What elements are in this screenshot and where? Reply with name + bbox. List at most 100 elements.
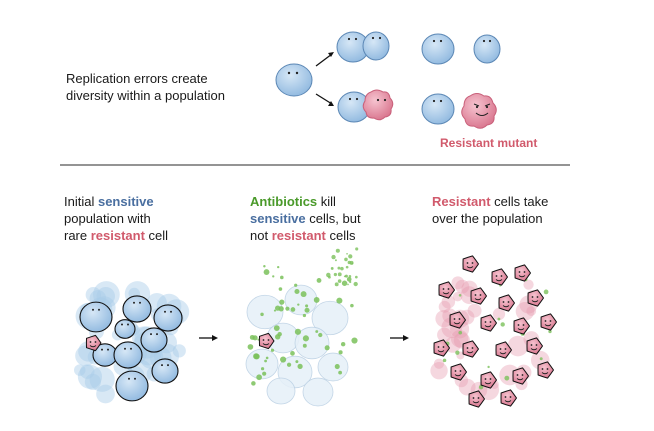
antibiotic-particle	[324, 345, 330, 351]
antibiotic-particle	[302, 335, 309, 342]
stage2-keyword-resistant: resistant	[271, 228, 326, 243]
antibiotic-particle	[350, 303, 354, 308]
stage1-keyword-resistant: resistant	[90, 228, 145, 243]
background-sensitive-cell	[93, 281, 120, 308]
antibiotic-particle	[341, 280, 348, 286]
antibiotic-particle	[346, 252, 348, 255]
stage1-text: Initial	[64, 194, 98, 209]
dying-sensitive-cell	[245, 348, 279, 380]
antibiotic-particle	[344, 257, 348, 262]
antibiotic-particle	[455, 350, 460, 355]
background-resistant-cell	[450, 329, 469, 348]
background-sensitive-cell	[96, 286, 116, 306]
antibiotic-particle	[331, 254, 336, 260]
rare-resistant-cell	[85, 334, 102, 352]
resistant-cell	[449, 311, 466, 329]
background-resistant-cell	[458, 378, 476, 396]
background-resistant-cell	[430, 362, 448, 380]
antibiotic-particle	[305, 304, 309, 308]
parent-sensitive-cell	[275, 63, 313, 97]
antibiotic-particle	[302, 313, 307, 318]
dying-sensitive-cell	[246, 294, 284, 330]
dying-sensitive-cell	[302, 377, 334, 407]
stage1-text-2: population with	[64, 211, 151, 226]
background-sensitive-cell	[84, 373, 101, 390]
antibiotic-particle	[294, 288, 300, 295]
antibiotic-particle	[333, 272, 338, 277]
resistant-cell	[462, 255, 479, 273]
background-sensitive-cell	[172, 344, 186, 358]
antibiotic-particle	[500, 322, 505, 327]
antibiotic-particle	[275, 305, 281, 311]
sensitive-cell	[122, 295, 152, 323]
stage3-text-2: over the population	[432, 211, 543, 226]
resistant-cell	[433, 339, 450, 357]
resistant-cell	[540, 313, 557, 331]
antibiotic-particle	[294, 283, 298, 287]
background-resistant-cell	[433, 358, 445, 369]
antibiotic-particle	[334, 364, 340, 370]
antibiotic-particle	[334, 259, 337, 262]
resistant-cell	[526, 337, 543, 355]
antibiotic-particle	[278, 287, 283, 291]
antibiotic-particle	[354, 275, 358, 279]
antibiotic-particle	[338, 370, 343, 375]
antibiotic-particle	[543, 289, 549, 295]
background-resistant-cell	[437, 327, 452, 343]
antibiotic-particle	[270, 348, 275, 352]
stage1-keyword-sensitive: sensitive	[97, 194, 154, 209]
dying-sensitive-cell	[266, 377, 296, 405]
antibiotic-particle	[330, 267, 334, 270]
resistant-mutant-label: Resistant mutant	[440, 136, 538, 150]
antibiotic-particle	[334, 282, 339, 287]
background-resistant-cell	[492, 307, 506, 321]
dividing-mutant-pair	[337, 89, 394, 123]
antibiotic-particle	[346, 276, 352, 282]
antibiotic-particle	[272, 275, 275, 278]
resistant-mutant-cell	[461, 93, 497, 129]
resistant-cell	[438, 281, 455, 299]
sensitive-cell	[114, 319, 136, 339]
antibiotic-particle	[348, 254, 353, 259]
background-sensitive-cell	[89, 366, 115, 392]
antibiotic-particle	[349, 280, 352, 284]
antibiotic-particle	[504, 375, 510, 381]
antibiotic-particle	[290, 307, 296, 312]
background-resistant-cell	[455, 279, 470, 294]
sensitive-cell	[140, 327, 168, 353]
background-resistant-cell	[507, 335, 529, 357]
antibiotic-particle	[247, 344, 254, 350]
antibiotic-particle	[290, 351, 295, 356]
background-sensitive-cell	[96, 384, 115, 404]
resistant-cell	[514, 264, 531, 282]
resistant-cell	[500, 389, 517, 407]
background-sensitive-cell	[79, 364, 95, 379]
antibiotic-particle	[263, 264, 266, 268]
antibiotic-particle	[304, 307, 310, 313]
stage2-text-1: kill	[317, 194, 336, 209]
antibiotic-particle	[340, 341, 346, 347]
arrow-up-right	[315, 52, 334, 67]
antibiotic-particle	[348, 274, 352, 278]
antibiotic-particle	[442, 358, 447, 363]
antibiotic-particle	[277, 331, 282, 337]
dividing-sensitive-cells	[336, 31, 390, 63]
antibiotic-population	[245, 247, 359, 407]
antibiotic-particle	[349, 260, 354, 265]
background-sensitive-cell	[77, 364, 103, 389]
initial-population	[74, 281, 190, 404]
antibiotic-particle	[264, 359, 267, 363]
dying-sensitive-cell	[311, 300, 349, 336]
stage1-text-3a: rare	[64, 228, 91, 243]
antibiotic-particle	[285, 306, 290, 311]
antibiotic-particle	[337, 279, 342, 283]
replication-caption: Replication errors create diversity with…	[66, 70, 266, 104]
resistant-cell	[468, 390, 485, 408]
antibiotic-particle	[279, 299, 285, 305]
background-sensitive-cell	[75, 345, 96, 367]
background-resistant-cell	[438, 300, 451, 313]
sensitive-cell	[113, 341, 143, 369]
antibiotic-particle	[458, 293, 462, 297]
background-resistant-cell	[523, 279, 534, 290]
stage2-text-3a: not	[250, 228, 272, 243]
